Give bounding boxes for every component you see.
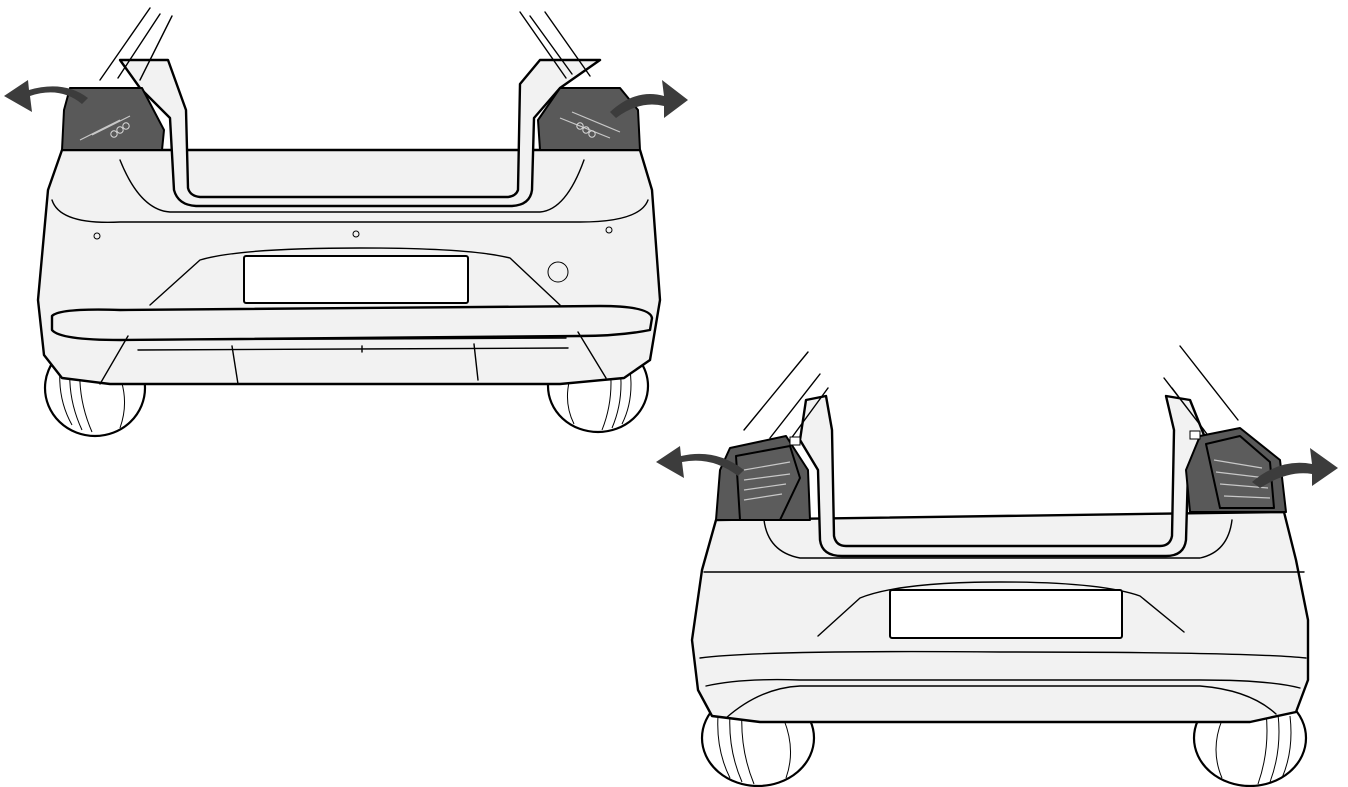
right-tail-lamp-2 <box>1185 427 1287 513</box>
license-plate-1 <box>243 255 469 304</box>
left-tail-lamp-1 <box>61 87 165 151</box>
curved-arrow-icon <box>610 80 688 118</box>
tailgate-opening <box>798 394 1208 558</box>
rear-bumper-1 <box>50 304 654 342</box>
left-tail-lamp-2 <box>715 435 811 521</box>
license-plate-2 <box>889 589 1123 639</box>
car-rear-view-2 <box>656 345 1338 787</box>
curved-arrow-icon <box>656 446 744 478</box>
right-tail-lamp-1 <box>537 87 641 151</box>
tailgate-opening <box>118 58 602 208</box>
car-rear-view-1 <box>4 7 688 438</box>
curved-arrow-icon <box>1252 448 1338 488</box>
curved-arrow-icon <box>4 80 88 112</box>
